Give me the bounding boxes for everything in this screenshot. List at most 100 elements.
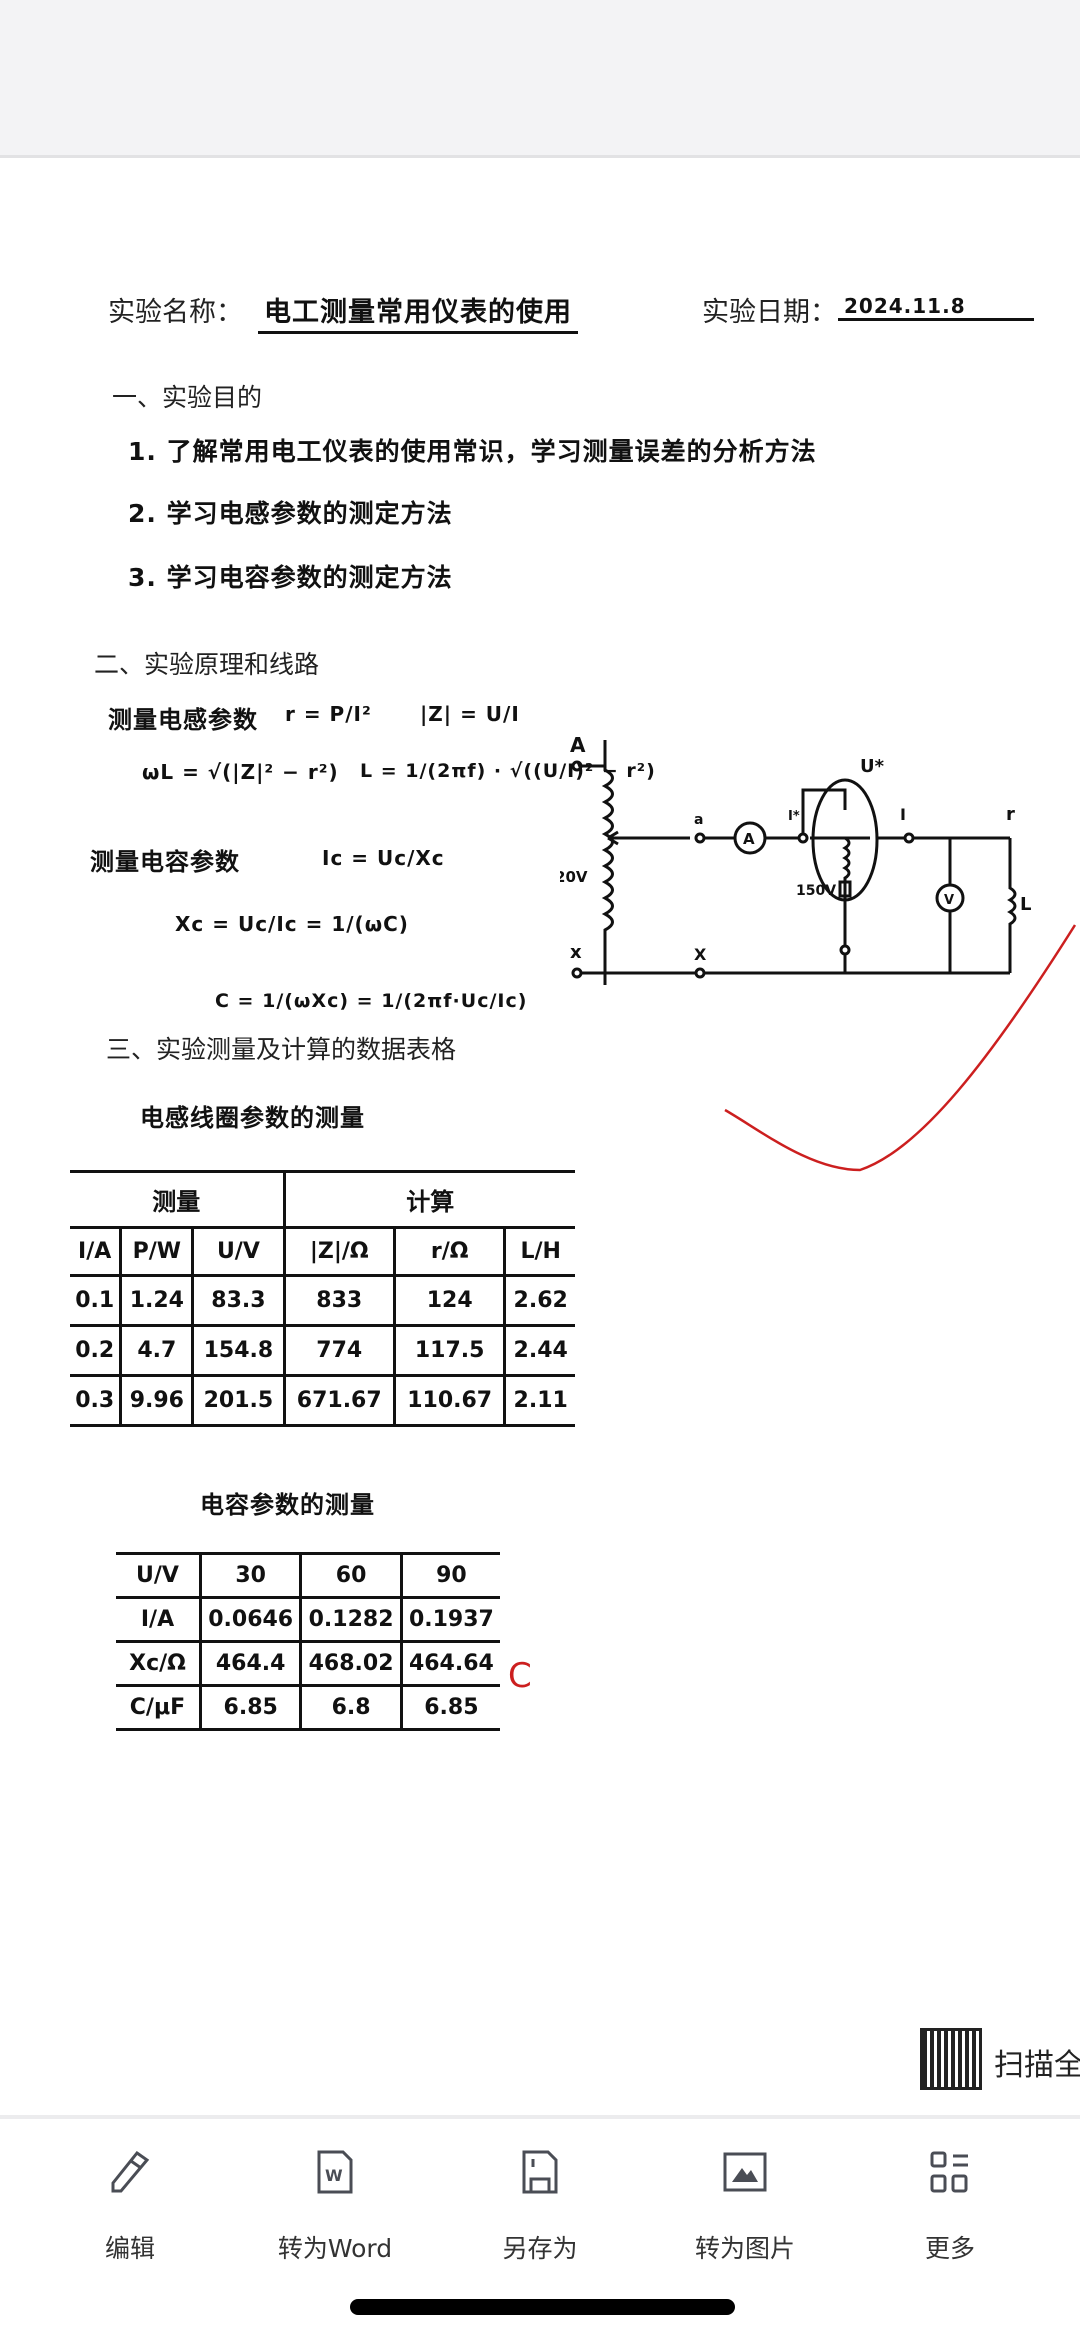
header-cell: |Z|/Ω (282, 1226, 396, 1277)
cell: 4.7 (119, 1324, 195, 1377)
cell: 30 (198, 1552, 303, 1599)
cell: 6.8 (299, 1684, 403, 1731)
table1-title: 电感线圈参数的测量 (140, 1104, 365, 1132)
load-r-label: r (1006, 804, 1015, 825)
more-label: 更多 (924, 2234, 975, 2263)
cell: 9.96 (119, 1374, 195, 1427)
more-button[interactable]: 更多 (870, 2149, 1030, 2265)
cell: 117.5 (392, 1324, 507, 1377)
cell: 1.24 (119, 1274, 195, 1327)
header-cell: P/W (119, 1226, 195, 1277)
inductance-label: 测量电感参数 (108, 706, 258, 734)
formula-c: C = 1/(ωXc) = 1/(2πf·Uc/Ic) (215, 990, 528, 1012)
objective-item: 2. 学习电感参数的测定方法 (128, 499, 453, 528)
cell: I/A (116, 1596, 202, 1643)
cell: Xc/Ω (116, 1640, 202, 1687)
cell: 124 (392, 1274, 507, 1327)
title-label: 实验名称： (108, 297, 243, 328)
cell: 60 (299, 1552, 403, 1599)
i-star-label: I* (788, 809, 800, 824)
objective-item: 1. 了解常用电工仪表的使用常识，学习测量误差的分析方法 (128, 437, 817, 466)
u-star-label: U* (860, 756, 885, 777)
experiment-date: 2024.11.8 (838, 294, 1034, 321)
i-label: I (900, 805, 906, 824)
experiment-title: 电工测量常用仪表的使用 (258, 290, 578, 334)
cell: 6.85 (198, 1684, 303, 1731)
cell: 0.1 (70, 1274, 123, 1327)
formula-wl: ωL = √(|Z|² − r²) (142, 760, 339, 784)
capacitance-table: U/V 30 60 90 I/A 0.0646 0.1282 0.1937 Xc… (116, 1552, 500, 1731)
top-bar (0, 0, 1080, 158)
edit-button[interactable]: 编辑 (50, 2149, 210, 2265)
section3-heading: 三、实验测量及计算的数据表格 (106, 1035, 457, 1064)
convert-image-button[interactable]: 转为图片 (665, 2149, 825, 2265)
cell: 671.67 (282, 1374, 396, 1427)
table-row: 0.3 9.96 201.5 671.67 110.67 2.11 (70, 1374, 575, 1427)
cell: 0.2 (70, 1324, 123, 1377)
formula-z: |Z| = U/I (420, 702, 520, 726)
cell: 0.1282 (299, 1596, 403, 1643)
table-row: 0.2 4.7 154.8 774 117.5 2.44 (70, 1324, 575, 1377)
voltmeter-icon (935, 883, 965, 913)
cell: C/μF (116, 1684, 202, 1731)
table-row: Xc/Ω 464.4 468.02 464.64 (116, 1640, 500, 1687)
header-cell: r/Ω (392, 1226, 507, 1277)
formula-ic: Ic = Uc/Xc (322, 846, 445, 870)
image-icon (723, 2152, 767, 2192)
cell: 464.64 (399, 1640, 500, 1687)
convert-image-label: 转为图片 (694, 2234, 795, 2263)
cell: 0.3 (70, 1374, 123, 1427)
table-row: 0.1 1.24 83.3 833 124 2.62 (70, 1274, 575, 1327)
cell: 2.44 (503, 1324, 575, 1377)
cell: 774 (282, 1324, 396, 1377)
save-icon (522, 2150, 558, 2194)
section2-heading: 二、实验原理和线路 (94, 650, 320, 679)
convert-word-label: 转为Word (277, 2234, 393, 2263)
grade-mark: C (508, 1656, 532, 1696)
red-checkmark-icon (724, 924, 1077, 1172)
header-cell: I/A (70, 1226, 123, 1277)
cell: 464.4 (198, 1640, 303, 1687)
table2-title: 电容参数的测量 (200, 1491, 375, 1519)
cell: 833 (282, 1274, 396, 1327)
header-cell: L/H (503, 1226, 575, 1277)
group-calc: 计算 (282, 1170, 575, 1229)
date-label: 实验日期： (702, 297, 837, 328)
inductor-load (1007, 838, 1017, 973)
cell: 90 (399, 1552, 500, 1599)
cell: 0.0646 (198, 1596, 303, 1643)
formula-xc: Xc = Uc/Ic = 1/(ωC) (175, 912, 409, 936)
cell: 83.3 (191, 1274, 286, 1327)
group-measure: 测量 (70, 1170, 286, 1229)
source-label: ~220V (560, 868, 588, 886)
capacitance-label: 测量电容参数 (90, 848, 240, 876)
load-l-label: L (1020, 894, 1031, 915)
inductance-table: 测量 计算 I/A P/W U/V |Z|/Ω r/Ω L/H 0.1 1.24… (70, 1170, 575, 1427)
header-cell: U/V (191, 1226, 286, 1277)
home-indicator[interactable] (350, 2299, 735, 2315)
node-A: A (570, 733, 586, 757)
node-x: X (694, 945, 707, 964)
cell: U/V (116, 1552, 202, 1599)
word-file-icon: W (317, 2150, 353, 2194)
pencil-icon (111, 2150, 150, 2193)
qr-code-icon (920, 2028, 982, 2090)
convert-word-button[interactable]: W 转为Word (255, 2149, 415, 2265)
cell: 6.85 (399, 1684, 500, 1731)
node-a: a (694, 812, 703, 828)
save-as-button[interactable]: 另存为 (460, 2149, 620, 2265)
cell: 2.11 (503, 1374, 575, 1427)
cell: 468.02 (299, 1640, 403, 1687)
cell: 201.5 (191, 1374, 286, 1427)
range-label: 150V (796, 883, 836, 899)
node-X: x (570, 942, 582, 963)
cell: 2.62 (503, 1274, 575, 1327)
cell: 0.1937 (399, 1596, 500, 1643)
table-row: I/A 0.0646 0.1282 0.1937 (116, 1596, 500, 1643)
formula-r: r = P/I² (285, 702, 372, 726)
circuit-diagram: A x a X ~220V A V I* U* I 150V r L (560, 733, 1031, 985)
table-row: U/V 30 60 90 (116, 1552, 500, 1599)
ammeter-label: A (743, 830, 755, 848)
cell: 154.8 (191, 1324, 286, 1377)
more-grid-icon (930, 2151, 968, 2193)
